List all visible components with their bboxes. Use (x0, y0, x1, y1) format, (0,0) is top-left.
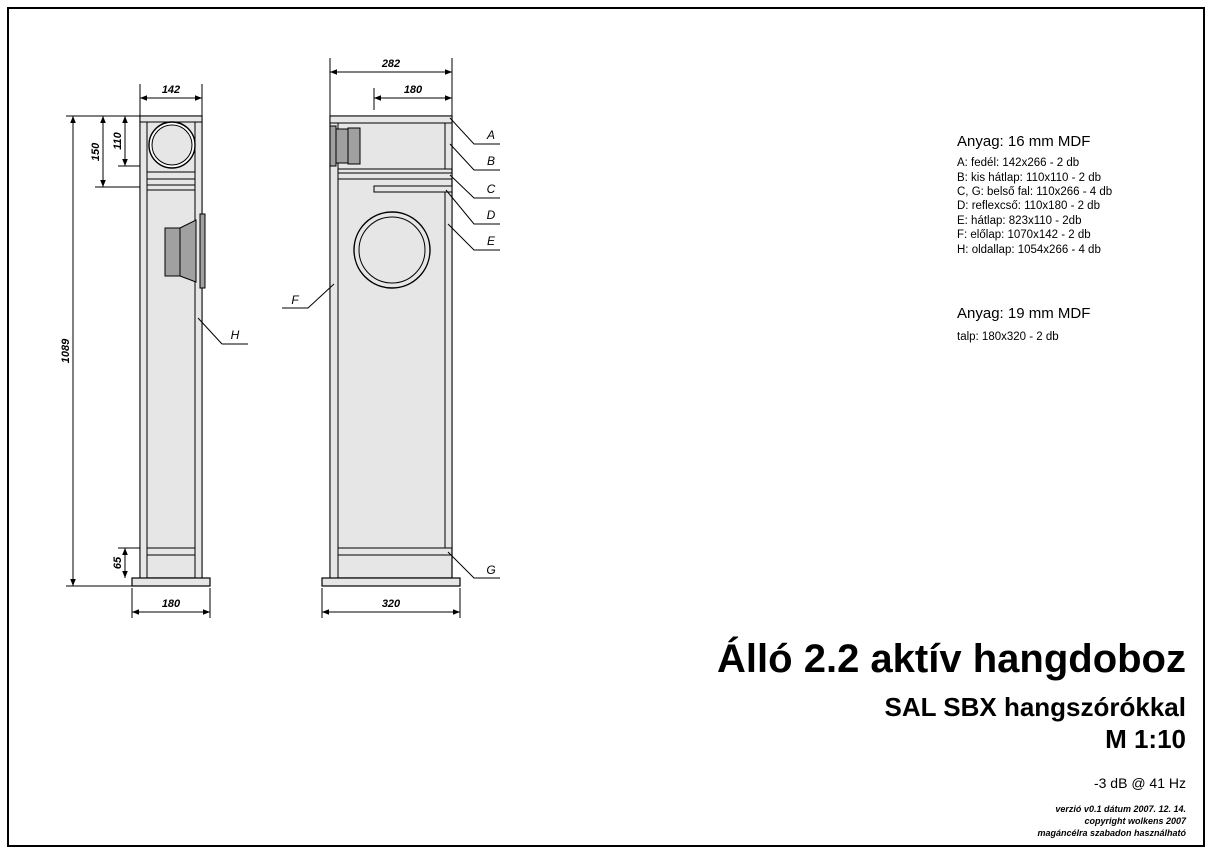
label-g: G (486, 563, 495, 577)
dim-side-total-height: 1089 (60, 338, 72, 363)
side-top-lid (139, 115, 203, 123)
side-view (131, 115, 211, 587)
front-view (321, 115, 461, 587)
drawing-title: Álló 2.2 aktív hangdoboz (717, 636, 1186, 681)
front-base-plinth (321, 577, 461, 587)
title-block: Álló 2.2 aktív hangdoboz SAL SBX hangszó… (717, 636, 1187, 838)
front-top-lid-a (329, 115, 453, 124)
material-item: D: reflexcső: 110x180 - 2 db (957, 200, 1100, 212)
front-small-back-b (444, 122, 453, 170)
side-shelf (146, 178, 196, 186)
side-panel-h (139, 115, 203, 579)
material-heading-19mm: Anyag: 19 mm MDF (957, 305, 1090, 322)
dim-side-top-150: 150 (90, 142, 102, 161)
drawing-subtitle: SAL SBX hangszórókkal (885, 692, 1187, 722)
label-f: F (291, 293, 299, 307)
label-d: D (487, 208, 496, 222)
side-front-wall (139, 115, 148, 579)
material-item: H: oldallap: 1054x266 - 4 db (957, 244, 1101, 256)
material-item: B: kis hátlap: 110x110 - 2 db (957, 172, 1101, 184)
dim-side-base-width: 180 (162, 598, 181, 610)
side-woofer-cone (164, 227, 181, 277)
dim-front-inner-width: 180 (404, 84, 423, 96)
dim-front-base-width: 320 (382, 598, 401, 610)
footer-license: magáncélra szabadon használható (1037, 828, 1186, 838)
material-item: C, G: belső fal: 110x266 - 4 db (957, 186, 1112, 198)
front-dimensions (282, 58, 500, 618)
front-tweeter-magnet (347, 127, 361, 165)
side-dimensions (66, 84, 248, 618)
label-c: C (487, 182, 496, 196)
material-item: E: hátlap: 823x110 - 2db (957, 215, 1081, 227)
dim-side-bottom-65: 65 (112, 556, 124, 569)
side-base-plinth (131, 577, 211, 587)
front-woofer-inner (358, 216, 426, 284)
material-item: F: előlap: 1070x142 - 2 db (957, 229, 1091, 241)
side-woofer-flange (199, 213, 206, 289)
materials-list: Anyag: 16 mm MDF A: fedél: 142x266 - 2 d… (957, 133, 1112, 343)
dim-side-top-110: 110 (112, 131, 124, 149)
front-tweeter-body (335, 128, 349, 164)
front-inner-wall-c (337, 172, 453, 180)
front-tweeter-flange (329, 125, 337, 167)
side-tweeter-inner (151, 124, 193, 166)
front-cabinet (329, 115, 453, 579)
material-item: talp: 180x320 - 2 db (957, 331, 1059, 343)
sheet-border (7, 7, 1205, 847)
label-a: A (486, 128, 495, 142)
front-panel-f (329, 115, 339, 579)
dim-front-width: 282 (381, 58, 400, 70)
side-back-wall (194, 115, 203, 579)
label-e: E (487, 234, 496, 248)
side-woofer-basket (179, 219, 197, 283)
material-item: A: fedél: 142x266 - 2 db (957, 157, 1079, 169)
frequency-response: -3 dB @ 41 Hz (1094, 775, 1186, 791)
dim-side-top-width: 142 (162, 84, 180, 96)
label-h: H (231, 328, 240, 342)
footer-version: verzió v0.1 dátum 2007. 12. 14. (1055, 804, 1186, 814)
drawing-scale: M 1:10 (1105, 724, 1186, 754)
material-heading-16mm: Anyag: 16 mm MDF (957, 133, 1090, 150)
front-reflex-tube-d (373, 185, 453, 193)
label-b: B (487, 154, 495, 168)
footer-copyright: copyright wolkens 2007 (1084, 816, 1187, 826)
front-back-panel-e (444, 191, 453, 549)
